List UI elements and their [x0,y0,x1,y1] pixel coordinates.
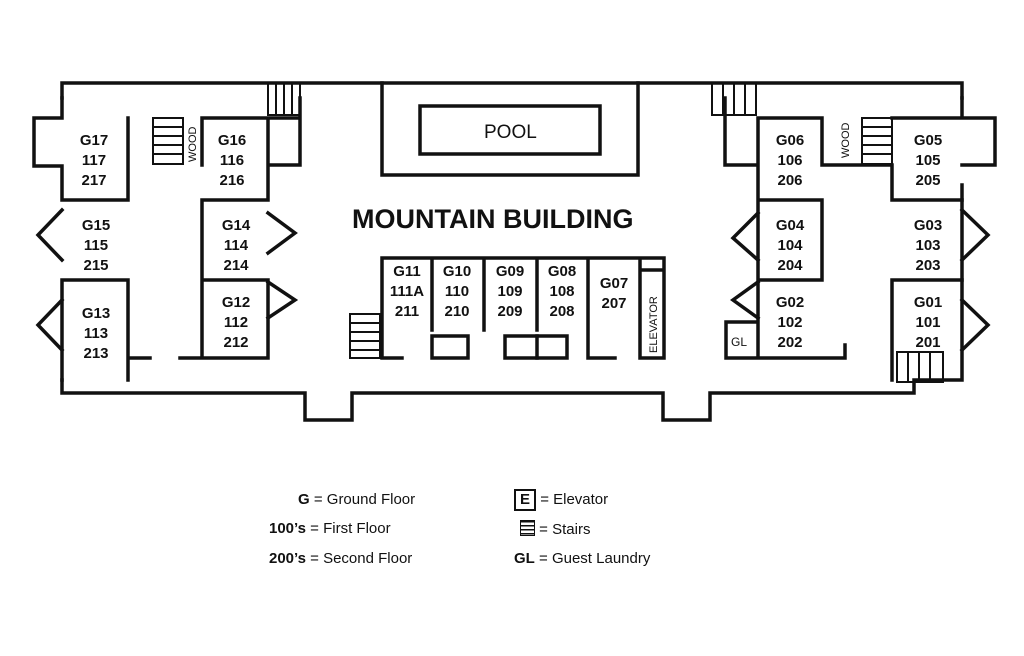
legend-stairs-text: = Stairs [539,521,591,538]
room-g12-2: 212 [223,334,248,351]
room-g06-g: G06 [776,132,804,149]
room-g16-2: 216 [219,172,244,189]
room-g03-1: 103 [915,237,940,254]
room-g03-g: G03 [914,217,942,234]
room-g05-1: 105 [915,152,940,169]
room-g17-2: 217 [81,172,106,189]
stairs-top-left [267,82,301,116]
room-g06-2: 206 [777,172,802,189]
legend-laundry-text: = Guest Laundry [539,550,651,567]
room-g17-g: G17 [80,132,108,149]
room-g07-g: G07 [600,275,628,292]
room-g03-2: 203 [915,257,940,274]
legend-first-key: 100’s [269,520,306,537]
room-g12-1: 112 [224,314,248,331]
room-g16-1: 116 [220,152,244,169]
room-g10-2: 210 [444,303,469,320]
room-g09-g: G09 [496,263,524,280]
legend-ground-key: G [298,491,310,508]
room-g06-1: 106 [777,152,802,169]
left-wing-walls [32,96,302,382]
legend-stairs: = Stairs [520,520,590,538]
room-g10-1: 110 [445,283,469,300]
left-bays [35,207,299,353]
legend-ground-text: = Ground Floor [313,491,416,508]
room-g04-g: G04 [776,217,805,234]
building-title: MOUNTAIN BUILDING [352,204,633,234]
room-g05-g: G05 [914,132,942,149]
elevator-icon: E [514,489,537,511]
stairs-icon [520,520,535,536]
stairs-right-wood [861,117,893,165]
pool-label: POOL [484,122,537,143]
room-labels: G17 117 217 G16 116 216 G15 115 215 G14 … [80,132,942,362]
room-g02-1: 102 [777,314,802,331]
room-g13-1: 113 [84,325,108,342]
room-g12-g: G12 [222,294,250,311]
elevator-label: ELEVATOR [648,296,660,353]
legend-first-floor: 100’s = First Floor [269,520,391,537]
room-g09-2: 209 [497,303,522,320]
legend-ground-floor: G = Ground Floor [298,491,415,508]
right-bays [730,207,991,353]
room-g16-g: G16 [218,132,246,149]
room-g02-g: G02 [776,294,804,311]
legend-first-text: = First Floor [310,520,391,537]
room-g15-2: 215 [83,257,108,274]
wood-label-right: WOOD [840,123,852,158]
room-g07-2: 207 [601,295,626,312]
legend-laundry-key: GL [514,550,535,567]
room-g15-1: 115 [84,237,108,254]
right-wing-walls [723,96,997,382]
pool-enclosure [380,81,640,177]
room-g10-g: G10 [443,263,471,280]
room-g14-1: 114 [224,237,249,254]
closet-g10 [430,334,470,360]
laundry-label: GL [731,335,747,349]
room-g08-2: 208 [549,303,574,320]
legend-second-text: = Second Floor [310,550,413,567]
legend-laundry: GL = Guest Laundry [514,550,650,567]
room-g08-g: G08 [548,263,576,280]
room-g13-2: 213 [83,345,108,362]
room-g01-2: 201 [915,334,940,351]
legend-second-floor: 200’s = Second Floor [269,550,412,567]
stairs-left-wood [152,117,184,165]
room-g04-2: 204 [777,257,803,274]
room-g01-g: G01 [914,294,942,311]
legend-second-key: 200’s [269,550,306,567]
room-g01-1: 101 [915,314,940,331]
room-g11-g: G11 [393,263,421,280]
room-g11-1: 111A [390,283,424,300]
room-g11-2: 211 [395,303,419,320]
room-g15-g: G15 [82,217,110,234]
pool [418,104,602,156]
stairs-top-right [711,82,757,116]
room-g02-2: 202 [777,334,802,351]
room-g14-2: 214 [223,257,249,274]
room-g14-g: G14 [222,217,251,234]
center-rooms [380,256,666,360]
stairs-bottom-right [896,351,944,383]
room-g04-1: 104 [777,237,803,254]
room-g09-1: 109 [497,283,522,300]
legend-elevator: E = Elevator [514,489,608,511]
room-g08-1: 108 [549,283,574,300]
legend-elevator-text: = Elevator [540,491,609,508]
stairs-center [349,313,381,359]
room-g05-2: 205 [915,172,940,189]
room-g13-g: G13 [82,305,110,322]
wood-label-left: WOOD [187,127,199,162]
room-g17-1: 117 [82,152,106,169]
